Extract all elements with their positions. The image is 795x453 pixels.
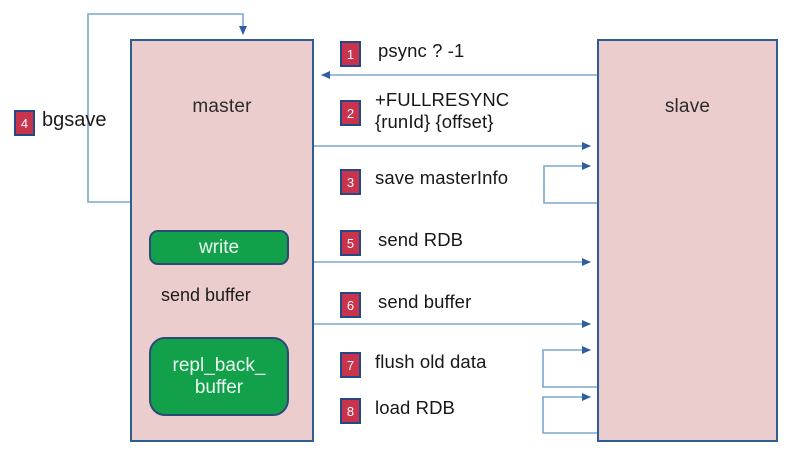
step-badge-6: 6 <box>340 292 361 318</box>
step-caption-2: +FULLRESYNC {runId} {offset} <box>375 89 510 132</box>
step-badge-5: 5 <box>340 230 361 256</box>
step-badge-1: 1 <box>340 41 361 67</box>
repl-backlog-box[interactable]: repl_back_ buffer <box>149 337 289 416</box>
slave-node[interactable]: slave <box>597 39 778 442</box>
bgsave-label: bgsave <box>42 109 107 131</box>
step-caption-5: send RDB <box>378 229 464 250</box>
step-caption-8: load RDB <box>375 397 455 418</box>
step-badge-8: 8 <box>340 398 361 424</box>
step-badge-7: 7 <box>340 352 361 378</box>
arrow-step-3-loop <box>543 162 597 204</box>
step-caption-1: psync ? -1 <box>378 40 465 61</box>
step-badge-4: 4 <box>14 110 35 136</box>
step-caption-6: send buffer <box>378 291 472 312</box>
write-box-label: write <box>198 236 240 258</box>
step-caption-3: save masterInfo <box>375 167 509 188</box>
step-caption-7: flush old data <box>375 351 487 372</box>
slave-node-label: slave <box>664 96 711 117</box>
arrow-step-7-loop <box>542 346 597 388</box>
arrow-step-8-loop <box>542 393 597 434</box>
send-buffer-inner-label: send buffer <box>161 285 251 305</box>
step-badge-2: 2 <box>340 100 361 126</box>
step-badge-3: 3 <box>340 169 361 195</box>
master-node-label: master <box>192 96 252 117</box>
write-box[interactable]: write <box>149 230 289 265</box>
repl-backlog-box-label: repl_back_ buffer <box>172 354 266 398</box>
